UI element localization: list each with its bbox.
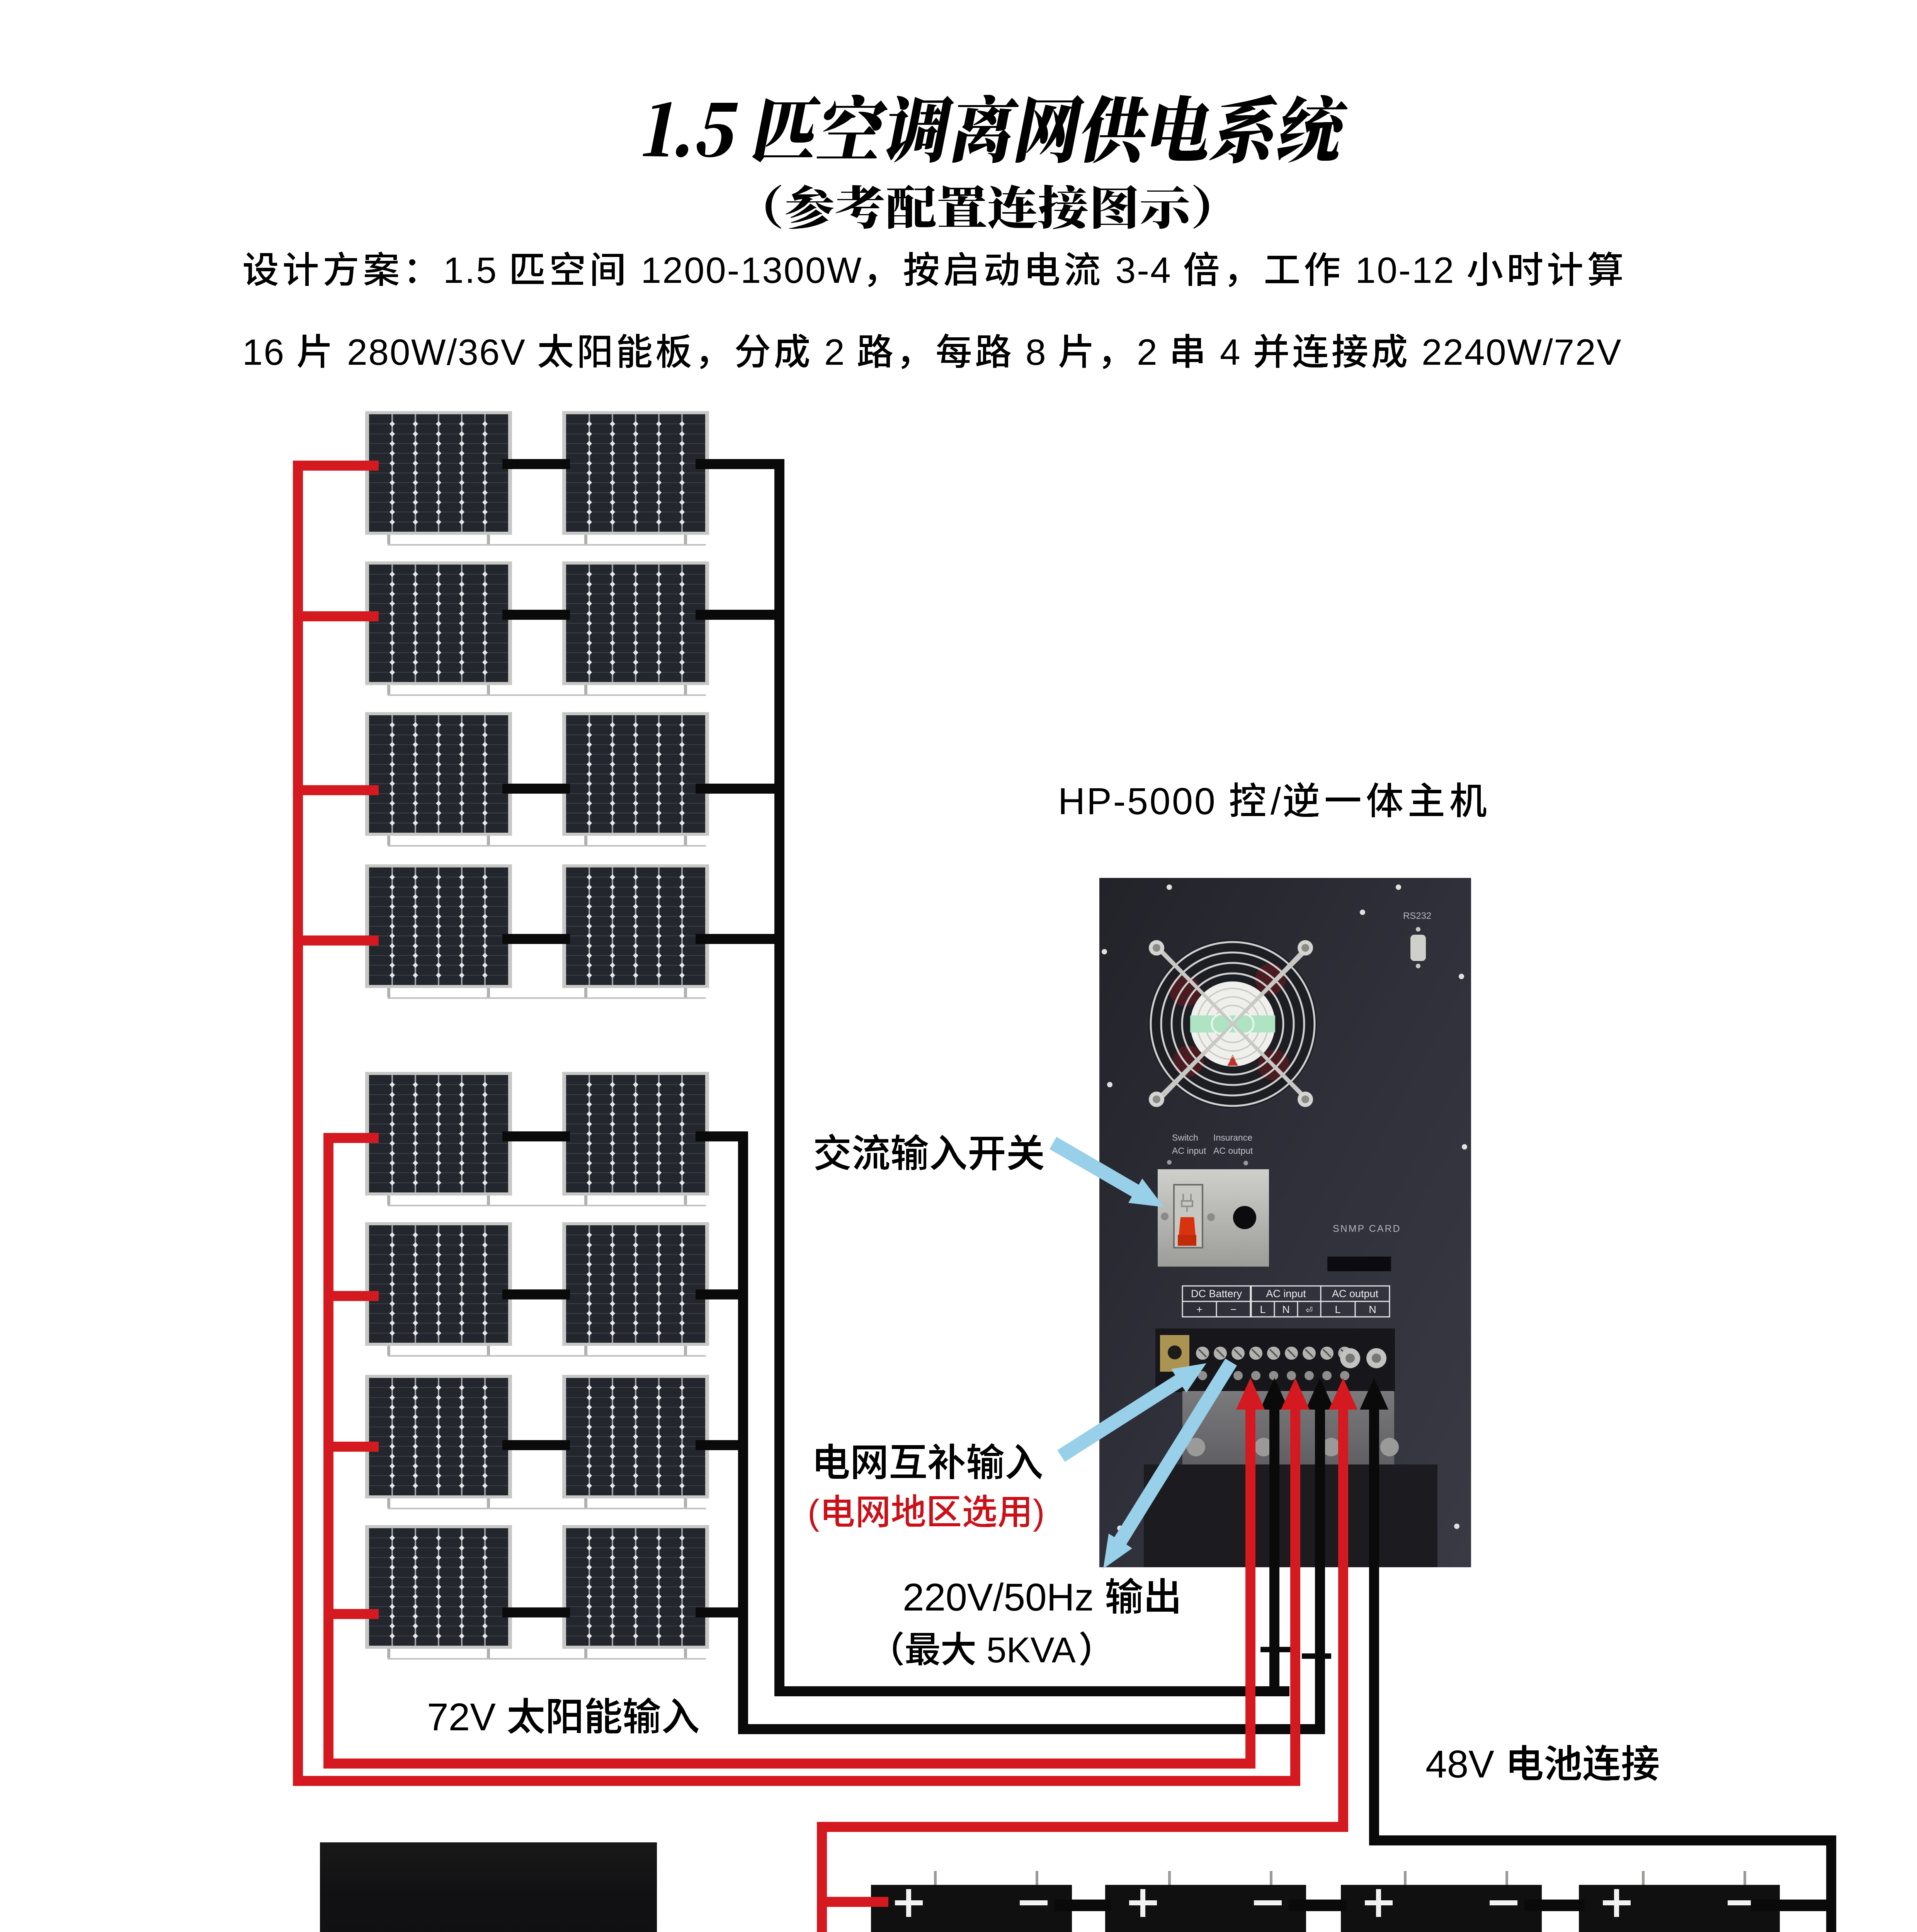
svg-text:AC output: AC output: [1332, 1288, 1379, 1299]
svg-text:16: 16: [242, 332, 296, 373]
svg-text:/: /: [1271, 780, 1283, 822]
svg-text:1.5: 1.5: [443, 250, 509, 291]
svg-text:AC input: AC input: [1266, 1288, 1306, 1299]
svg-text:280W/36V: 280W/36V: [336, 332, 537, 373]
svg-text:L: L: [1335, 1304, 1340, 1315]
svg-text:(: (: [808, 1493, 820, 1532]
svg-text:−: −: [1230, 1304, 1237, 1315]
svg-text:2: 2: [813, 332, 857, 373]
svg-text:SNMP CARD: SNMP CARD: [1333, 1223, 1401, 1234]
svg-text:RS232: RS232: [1403, 911, 1431, 921]
svg-text:⏎: ⏎: [1306, 1305, 1313, 1315]
svg-text:2240W/72V: 2240W/72V: [1410, 332, 1622, 373]
svg-text:3-4: 3-4: [1104, 250, 1183, 291]
svg-text:10-12: 10-12: [1344, 250, 1466, 291]
svg-text:5KVA: 5KVA: [976, 1630, 1076, 1670]
svg-text:48V: 48V: [1425, 1743, 1505, 1786]
svg-text:AC output: AC output: [1213, 1146, 1253, 1156]
svg-text:DC Battery: DC Battery: [1191, 1288, 1242, 1299]
svg-text:+: +: [1196, 1304, 1203, 1315]
svg-text:1200-1300W: 1200-1300W: [629, 250, 862, 291]
svg-text:N: N: [1369, 1304, 1376, 1315]
svg-text:△: △: [1230, 1053, 1236, 1061]
svg-text:8: 8: [1014, 332, 1058, 373]
svg-text:N: N: [1282, 1304, 1290, 1315]
svg-text:): ): [1033, 1493, 1045, 1532]
svg-text:2: 2: [1137, 332, 1169, 373]
svg-text:72V: 72V: [427, 1696, 507, 1739]
svg-text:L: L: [1260, 1304, 1266, 1315]
svg-text:220V/50Hz: 220V/50Hz: [903, 1576, 1105, 1619]
svg-text:Switch: Switch: [1172, 1133, 1198, 1143]
svg-text:AC input: AC input: [1172, 1146, 1206, 1156]
svg-text:4: 4: [1209, 332, 1252, 373]
svg-text:HP-5000: HP-5000: [1058, 780, 1229, 822]
svg-text:Insurance: Insurance: [1213, 1133, 1252, 1143]
